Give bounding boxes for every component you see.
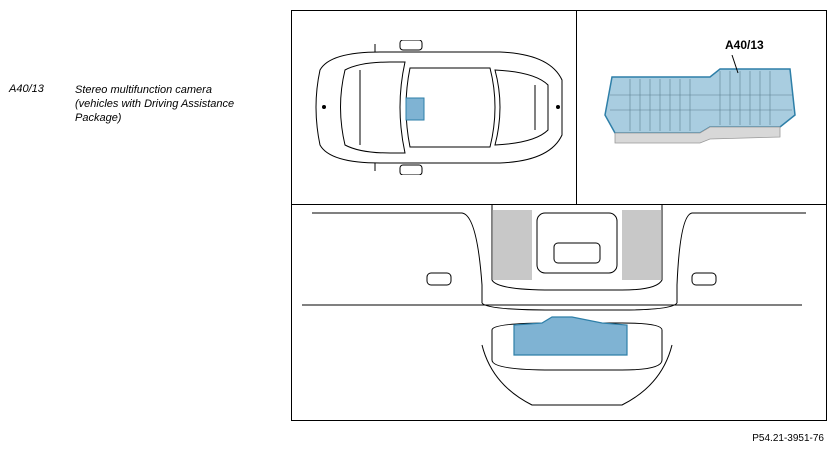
legend-description-line-2: (vehicles with Driving Assistance bbox=[75, 98, 235, 110]
interior-windshield-view bbox=[302, 205, 806, 406]
legend-description-line-1: Stereo multifunction camera bbox=[75, 84, 212, 96]
camera-location-marker bbox=[405, 97, 425, 121]
figure-reference: P54.21-3951-76 bbox=[752, 433, 824, 444]
panel-divider-horizontal bbox=[291, 204, 827, 205]
panel-divider-vertical bbox=[576, 10, 577, 205]
legend-code: A40/13 bbox=[9, 83, 44, 95]
camera-installed-marker bbox=[513, 316, 628, 356]
camera-detail-view bbox=[604, 55, 796, 144]
camera-callout-label: A40/13 bbox=[725, 38, 764, 52]
legend-description-line-3: Package) bbox=[75, 112, 122, 124]
vehicle-top-view bbox=[315, 40, 563, 175]
legend-description: Stereo multifunction camera (vehicles wi… bbox=[75, 83, 275, 125]
